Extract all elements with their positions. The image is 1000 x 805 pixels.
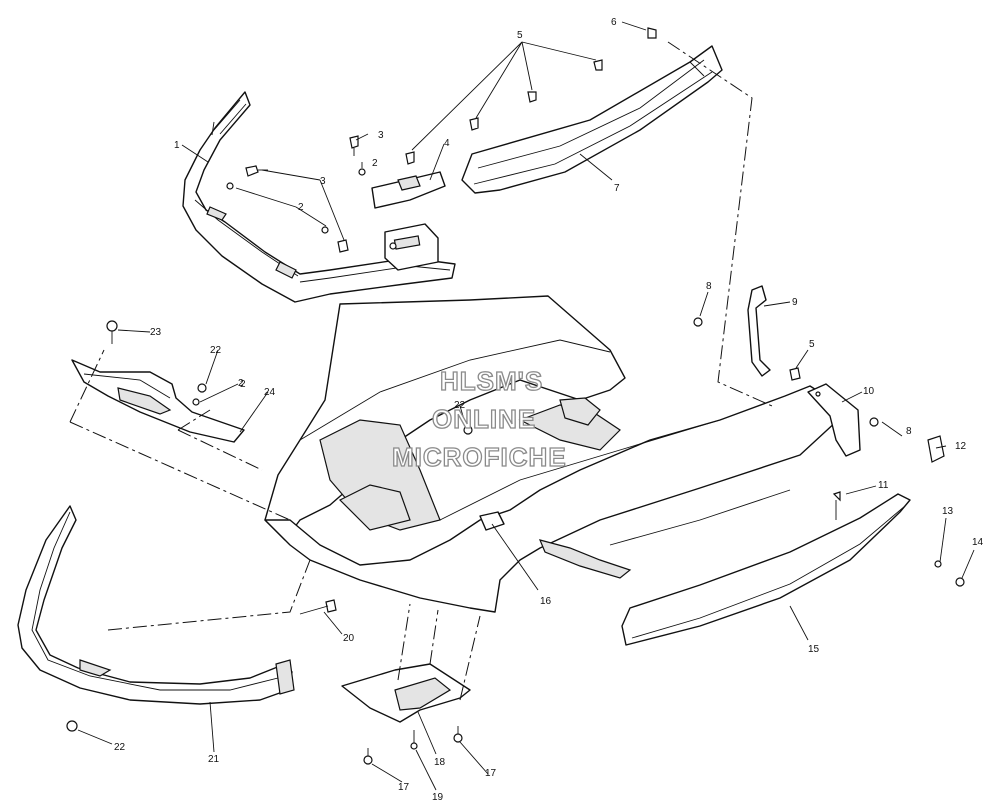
callout-4: 4 bbox=[444, 138, 450, 149]
callout-2: 2 bbox=[298, 202, 304, 213]
watermark-line-3: MICROFICHE bbox=[392, 442, 567, 472]
callout-13: 13 bbox=[942, 506, 954, 517]
callout-22: 22 bbox=[454, 400, 466, 411]
callout-14: 14 bbox=[972, 537, 984, 548]
callout-23: 23 bbox=[150, 327, 162, 338]
callout-24: 24 bbox=[264, 387, 276, 398]
callout-numbers: 1 2 3 3 2 2 4 5 6 7 8 9 5 10 8 11 12 13 … bbox=[114, 17, 984, 803]
callout-2: 2 bbox=[240, 379, 246, 390]
callout-12: 12 bbox=[955, 441, 967, 452]
part-1-front-bracket bbox=[182, 91, 456, 303]
callout-19: 19 bbox=[432, 792, 444, 803]
callout-leaders bbox=[77, 21, 975, 791]
hardware-bolts bbox=[66, 27, 965, 765]
callout-5: 5 bbox=[517, 30, 523, 41]
callout-20: 20 bbox=[343, 633, 355, 644]
part-9-strut bbox=[747, 285, 771, 377]
assembly-lines bbox=[69, 41, 773, 701]
callout-1: 1 bbox=[174, 140, 180, 151]
callout-8: 8 bbox=[906, 426, 912, 437]
part-21-lower-bumper bbox=[17, 505, 295, 705]
callout-11: 11 bbox=[878, 480, 889, 491]
callout-2: 2 bbox=[372, 158, 378, 169]
callout-10: 10 bbox=[863, 386, 875, 397]
callout-3: 3 bbox=[320, 176, 326, 187]
hood-body bbox=[264, 295, 839, 613]
callout-22: 22 bbox=[210, 345, 222, 356]
callout-18: 18 bbox=[434, 757, 446, 768]
callout-21: 21 bbox=[208, 754, 220, 765]
callout-5: 5 bbox=[809, 339, 815, 350]
part-15-bumper-bar bbox=[621, 493, 911, 646]
gusset-plate bbox=[384, 223, 439, 271]
part-4-rail-bracket bbox=[371, 171, 446, 209]
callout-15: 15 bbox=[808, 644, 820, 655]
callout-22: 22 bbox=[114, 742, 126, 753]
callout-2: 2 bbox=[238, 378, 244, 389]
callout-17: 17 bbox=[485, 768, 497, 779]
callout-8: 8 bbox=[706, 281, 712, 292]
callout-7: 7 bbox=[614, 183, 620, 194]
callout-9: 9 bbox=[792, 297, 798, 308]
callout-3: 3 bbox=[378, 130, 384, 141]
part-18-skid-plate bbox=[341, 663, 471, 723]
watermark-line-1: HLSM'S bbox=[440, 366, 543, 396]
callout-17: 17 bbox=[398, 782, 410, 793]
callout-16: 16 bbox=[540, 596, 552, 607]
watermark-line-2: ONLINE bbox=[432, 404, 536, 434]
callout-6: 6 bbox=[611, 17, 617, 28]
part-10-bracket bbox=[807, 383, 861, 457]
part-7-upper-rail bbox=[461, 45, 723, 194]
watermark: HLSM'S ONLINE MICROFICHE bbox=[391, 365, 567, 472]
part-24-side-panel bbox=[71, 359, 245, 443]
